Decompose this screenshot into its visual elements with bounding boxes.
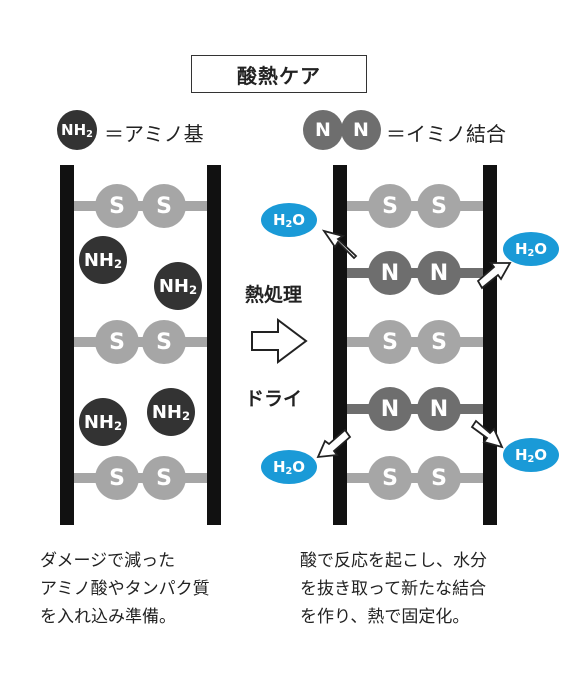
water-molecule-3: H2O xyxy=(261,450,317,484)
legend-amino-circle: NH2 xyxy=(57,110,97,150)
right-bond-bar-n2 xyxy=(347,404,483,414)
process-arrow-icon xyxy=(251,318,308,364)
caption-right: 酸で反応を起こし、水分 を抜き取って新たな結合 を作り、熱で固定化。 xyxy=(300,547,487,631)
left-amino-3: NH2 xyxy=(79,398,127,446)
water-molecule-1: H2O xyxy=(261,203,317,237)
right-sulfur-1a: S xyxy=(368,184,412,228)
right-bond-bar-s3 xyxy=(347,473,483,483)
left-sulfur-2a: S xyxy=(95,320,139,364)
right-bond-bar-s1 xyxy=(347,201,483,211)
left-amino-4: NH2 xyxy=(147,388,195,436)
right-bond-bar-s2 xyxy=(347,337,483,347)
left-rail-2 xyxy=(207,165,221,525)
legend-imino-text: ＝イミノ結合 xyxy=(386,122,506,146)
left-bond-bar-2 xyxy=(74,337,207,347)
right-nitrogen-2a: N xyxy=(368,387,412,431)
process-label-dry: ドライ xyxy=(245,388,303,410)
legend-imino-circle-1: N xyxy=(303,110,343,150)
diagram-title: 酸熱ケア xyxy=(237,63,321,88)
caption-left-line-2: アミノ酸やタンパク質 xyxy=(40,579,210,599)
caption-right-line-1: 酸で反応を起こし、水分 xyxy=(300,551,487,571)
right-nitrogen-1a: N xyxy=(368,251,412,295)
caption-right-line-2: を抜き取って新たな結合 xyxy=(300,579,487,599)
title-box: 酸熱ケア xyxy=(191,55,367,93)
caption-left: ダメージで減った アミノ酸やタンパク質 を入れ込み準備。 xyxy=(40,547,210,631)
water-molecule-2: H2O xyxy=(503,232,559,266)
left-rail-1 xyxy=(60,165,74,525)
left-amino-2: NH2 xyxy=(154,262,202,310)
legend-amino-text: ＝アミノ基 xyxy=(104,122,204,146)
right-sulfur-3b: S xyxy=(417,456,461,500)
right-nitrogen-2b: N xyxy=(417,387,461,431)
left-bond-bar-1 xyxy=(74,201,207,211)
left-sulfur-2b: S xyxy=(142,320,186,364)
left-sulfur-1b: S xyxy=(142,184,186,228)
water-molecule-4: H2O xyxy=(503,438,559,472)
caption-right-line-3: を作り、熱で固定化。 xyxy=(300,607,470,627)
right-sulfur-1b: S xyxy=(417,184,461,228)
right-sulfur-3a: S xyxy=(368,456,412,500)
left-amino-1: NH2 xyxy=(79,236,127,284)
right-nitrogen-1b: N xyxy=(417,251,461,295)
left-bond-bar-3 xyxy=(74,473,207,483)
process-label-heat: 熱処理 xyxy=(245,284,303,306)
left-sulfur-1a: S xyxy=(95,184,139,228)
caption-left-line-3: を入れ込み準備。 xyxy=(40,607,176,627)
right-sulfur-2b: S xyxy=(417,320,461,364)
caption-left-line-1: ダメージで減った xyxy=(40,551,176,571)
left-sulfur-3a: S xyxy=(95,456,139,500)
right-sulfur-2a: S xyxy=(368,320,412,364)
legend-imino-circle-2: N xyxy=(341,110,381,150)
left-sulfur-3b: S xyxy=(142,456,186,500)
right-bond-bar-n1 xyxy=(347,268,483,278)
